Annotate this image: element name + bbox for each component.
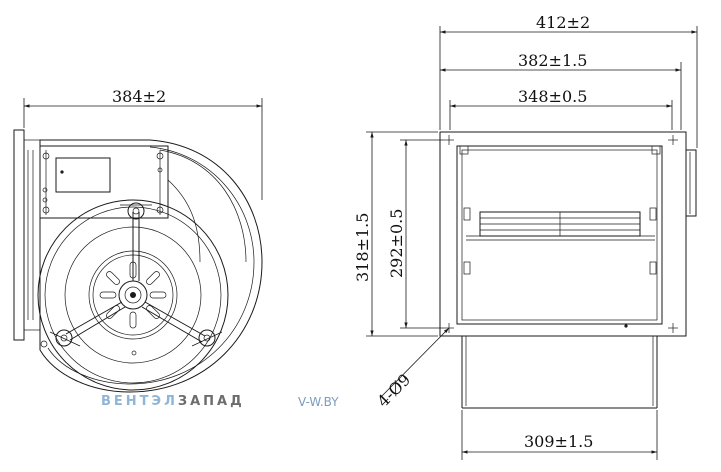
dim-hole-spacing: 292±0.5	[387, 209, 406, 278]
dim-mounting-holes: 4-Ø9	[373, 370, 414, 411]
dim-overall-height: 318±1.5	[353, 213, 372, 282]
brand-part2: ЗАПАД	[177, 394, 245, 409]
site-watermark: V-W.BY	[298, 395, 339, 409]
side-view: 384±2	[13, 87, 263, 393]
brand-part1: ВЕНТЭЛ	[101, 394, 178, 409]
front-view: 412±2 382±1.5 348±0.5 318±1.5 292±0.5 4-…	[353, 13, 698, 460]
dim-flange-width: 382±1.5	[518, 51, 587, 70]
dim-overall-width: 412±2	[536, 13, 590, 32]
dim-inlet-width: 348±0.5	[518, 87, 587, 106]
dim-outlet-width: 309±1.5	[524, 432, 593, 451]
brand-watermark: ВЕНТЭЛЗАПАД	[101, 394, 245, 409]
mounting-hole-marks	[444, 135, 678, 333]
dim-left-width: 384±2	[112, 87, 166, 106]
